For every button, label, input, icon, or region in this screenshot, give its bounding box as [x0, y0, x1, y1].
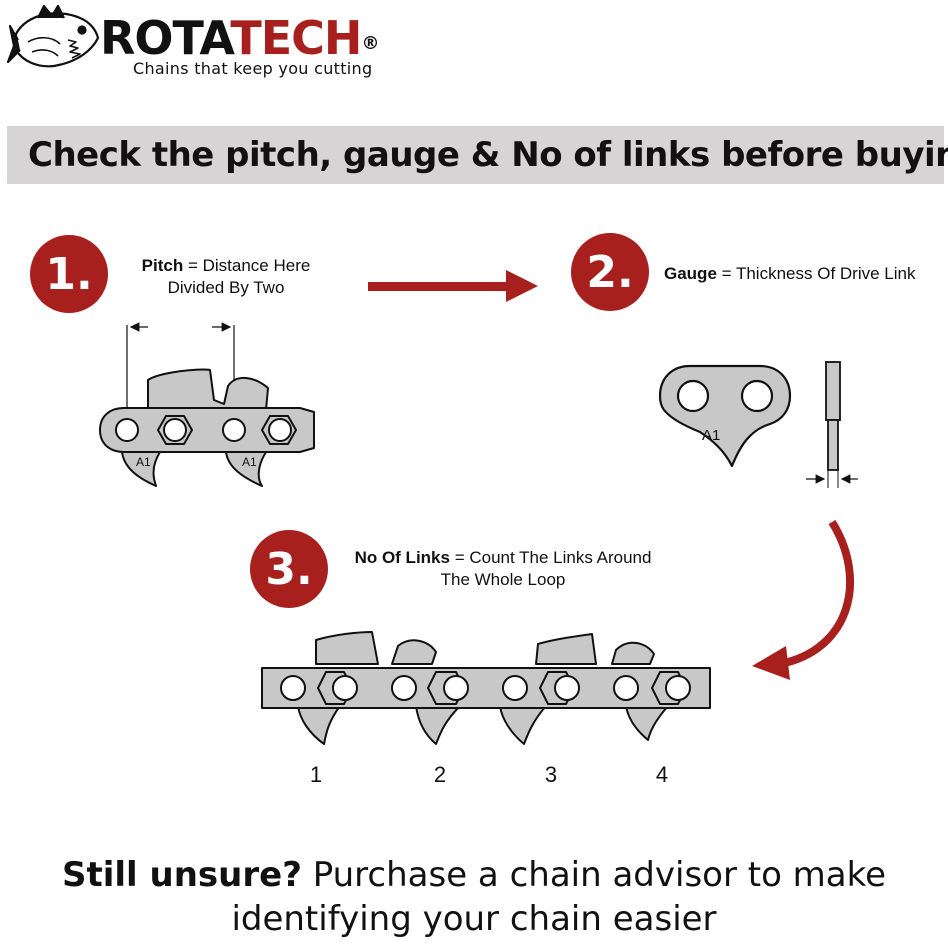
brand-tagline: Chains that keep you cutting — [133, 59, 373, 78]
step-1-desc-line2: Divided By Two — [167, 278, 285, 297]
link-number-4: 4 — [655, 762, 669, 787]
footer-line2: identifying your chain easier — [231, 899, 717, 939]
banner-background — [7, 126, 944, 184]
pitch-chain-segment — [99, 368, 315, 487]
footer-bold: Still unsure? — [61, 855, 302, 895]
registered-mark: ® — [361, 33, 379, 54]
step-3-term: No Of Links — [354, 548, 450, 567]
brand-name-part1: ROTA — [100, 11, 231, 65]
step-3-desc-line1: = Count The Links Around — [449, 548, 652, 567]
step-1-badge: 1. — [30, 235, 108, 313]
gauge-profile — [806, 361, 858, 488]
brand-logo: ROTATECH® — [100, 11, 379, 65]
drive-link — [658, 364, 792, 468]
step-1-label: Pitch = Distance Here Divided By Two — [126, 255, 326, 299]
step-2-term: Gauge — [664, 264, 717, 283]
arrow-right-icon — [368, 270, 538, 302]
brand-name-part2: TECH — [230, 11, 362, 65]
footer-text: Still unsure? Purchase a chain advisor t… — [0, 853, 948, 941]
link-mark-2: A1 — [242, 455, 257, 469]
link-number-1: 1 — [309, 762, 323, 787]
link-mark-1: A1 — [136, 455, 151, 469]
step-2-badge: 2. — [571, 233, 649, 311]
step-3-label: No Of Links = Count The Links Around The… — [343, 547, 663, 591]
link-number-2: 2 — [433, 762, 447, 787]
step-3-desc-line2: The Whole Loop — [440, 570, 566, 589]
step-2-label: Gauge = Thickness Of Drive Link — [664, 263, 915, 285]
step-1-term: Pitch — [141, 256, 184, 275]
step-1-desc-line1: = Distance Here — [183, 256, 311, 275]
link-number-3: 3 — [544, 762, 558, 787]
step-3-badge: 3. — [250, 530, 328, 608]
links-chain — [261, 631, 711, 745]
footer-line1: Purchase a chain advisor to make — [301, 855, 887, 895]
link-mark-3: A1 — [702, 427, 720, 444]
curved-arrow-icon — [752, 519, 855, 680]
step-2-desc-line1: = Thickness Of Drive Link — [716, 264, 916, 283]
banner-title: Check the pitch, gauge & No of links bef… — [28, 135, 948, 175]
